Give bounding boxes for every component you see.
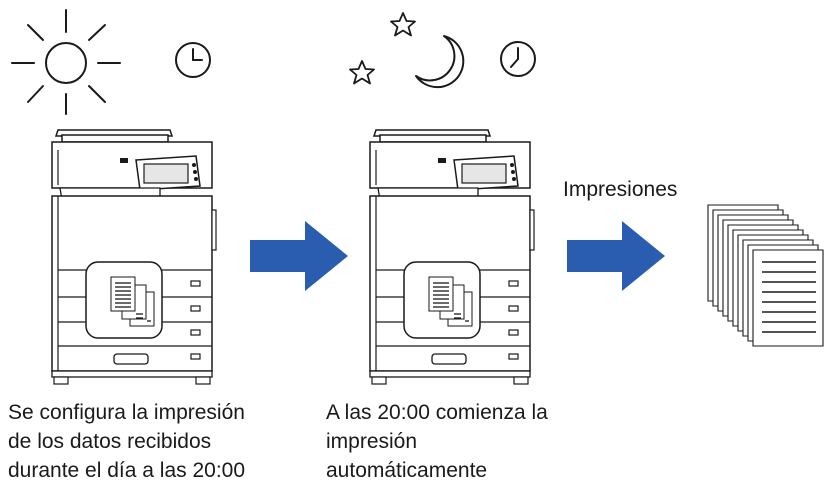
caption-line: A las 20:00 comienza la [326, 401, 548, 424]
arrow-right-icon [567, 221, 665, 291]
moon-icon [415, 35, 465, 89]
output-label: Impresiones [563, 178, 678, 201]
caption-line: de los datos recibidos [8, 430, 212, 453]
printer-icon [369, 129, 535, 385]
caption-daytime: Se configura la impresión de los datos r… [8, 398, 245, 485]
clock-icon [500, 41, 536, 77]
caption-line: automáticamente [326, 459, 488, 482]
star-icon [390, 12, 416, 37]
caption-night: A las 20:00 comienza la impresión automá… [326, 398, 548, 485]
arrow-right-icon [250, 221, 348, 291]
clock-icon [175, 42, 211, 78]
caption-line: impresión [326, 430, 418, 453]
sun-icon [11, 9, 121, 115]
star-icon [349, 60, 375, 85]
printed-pages-icon [707, 204, 824, 347]
printer-icon [51, 129, 217, 385]
caption-line: durante el día a las 20:00 [8, 459, 246, 482]
caption-line: Se configura la impresión [8, 401, 245, 424]
